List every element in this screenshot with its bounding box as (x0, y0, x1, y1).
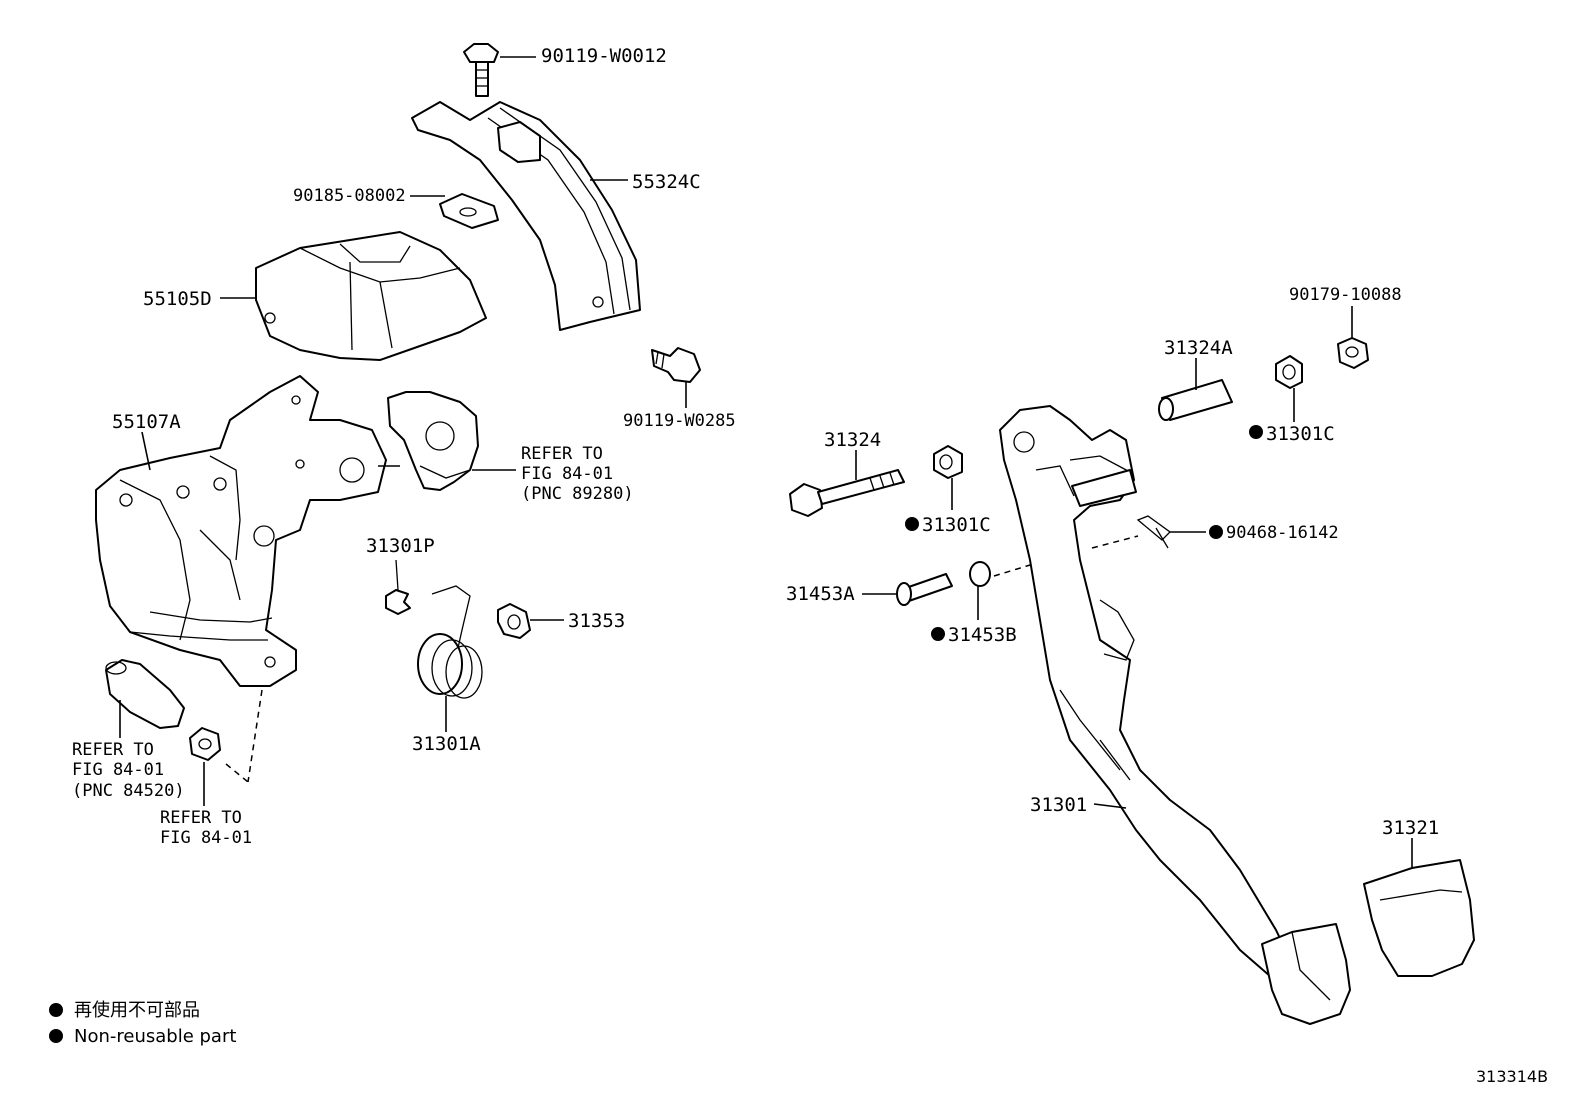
bracket-55324c-drawing (411, 101, 641, 331)
label-31301c-mid: 31301C (922, 514, 991, 536)
figure-id: 313314B (1476, 1067, 1548, 1086)
svg-text:(PNC 89280): (PNC 89280) (521, 484, 634, 504)
nut-90179-10088-drawing (1337, 306, 1369, 369)
pedal-arm-31301-drawing (999, 405, 1351, 1025)
label-31301c-top: 31301C (1266, 423, 1335, 445)
clip-90468-16142-drawing (1136, 515, 1206, 549)
nut-ref-drawing (189, 689, 263, 806)
svg-text:REFER TO: REFER TO (72, 740, 154, 760)
legend-line-en: Non-reusable part (74, 1026, 236, 1047)
label-31321: 31321 (1382, 817, 1439, 839)
label-31301p: 31301P (366, 535, 435, 557)
non-reusable-marker (931, 627, 945, 641)
legend-line-jp: 再使用不可部品 (74, 1000, 200, 1021)
nut-90185-08002-drawing (410, 193, 499, 229)
collar-31324a-drawing (1158, 358, 1233, 421)
label-55107a: 55107A (112, 411, 181, 433)
cover-55105d-drawing (220, 231, 487, 361)
bracket-55107a-drawing (95, 375, 387, 687)
ref-sensor: REFER TO FIG 84-01 (PNC 89280) (521, 444, 634, 504)
clip-31301p-drawing (385, 559, 411, 615)
legend-marker (49, 1003, 63, 1017)
non-reusable-marker (1209, 525, 1223, 539)
legend: 再使用不可部品 Non-reusable part (49, 1000, 236, 1047)
bushing-31353-drawing (497, 603, 564, 639)
svg-text:(PNC 84520): (PNC 84520) (72, 781, 185, 801)
ref-switch: REFER TO FIG 84-01 (PNC 84520) (72, 740, 185, 801)
label-31324: 31324 (824, 429, 881, 451)
legend-marker (49, 1029, 63, 1043)
svg-text:FIG 84-01: FIG 84-01 (72, 760, 164, 780)
label-55105d: 55105D (143, 288, 212, 310)
label-90468-16142: 90468-16142 (1226, 523, 1339, 543)
label-31353: 31353 (568, 610, 625, 632)
spring-31301a-drawing (417, 585, 483, 732)
label-90119-w0285: 90119-W0285 (623, 411, 736, 431)
bushing-31453b-drawing (969, 535, 1139, 620)
non-reusable-marker (1249, 425, 1263, 439)
label-31324a: 31324A (1164, 337, 1233, 359)
svg-text:FIG 84-01: FIG 84-01 (521, 464, 613, 484)
svg-text:REFER TO: REFER TO (160, 808, 242, 828)
pin-31453a-drawing (862, 573, 953, 606)
non-reusable-marker (905, 517, 919, 531)
bushing-31301c-top-drawing (1275, 355, 1303, 422)
stop-switch-drawing (105, 659, 185, 738)
bolt-90119-w0285-drawing (651, 347, 701, 408)
label-90179-10088: 90179-10088 (1289, 285, 1402, 305)
bolt-31324-drawing (789, 450, 905, 517)
label-31301: 31301 (1030, 794, 1087, 816)
label-90119-w0012: 90119-W0012 (541, 45, 667, 67)
label-31453b: 31453B (948, 624, 1017, 646)
label-31453a: 31453A (786, 583, 855, 605)
pedal-pad-31321-drawing (1363, 838, 1475, 977)
svg-text:REFER TO: REFER TO (521, 444, 603, 464)
pedal-sensor-drawing (378, 391, 516, 491)
label-55324c: 55324C (632, 171, 701, 193)
ref-nut: REFER TO FIG 84-01 (160, 808, 252, 848)
label-31301a: 31301A (412, 733, 481, 755)
bolt-90119-w0012-drawing (463, 43, 536, 97)
bushing-31301c-mid-drawing (933, 445, 963, 510)
label-90185-08002: 90185-08002 (293, 186, 406, 206)
svg-text:FIG 84-01: FIG 84-01 (160, 828, 252, 848)
